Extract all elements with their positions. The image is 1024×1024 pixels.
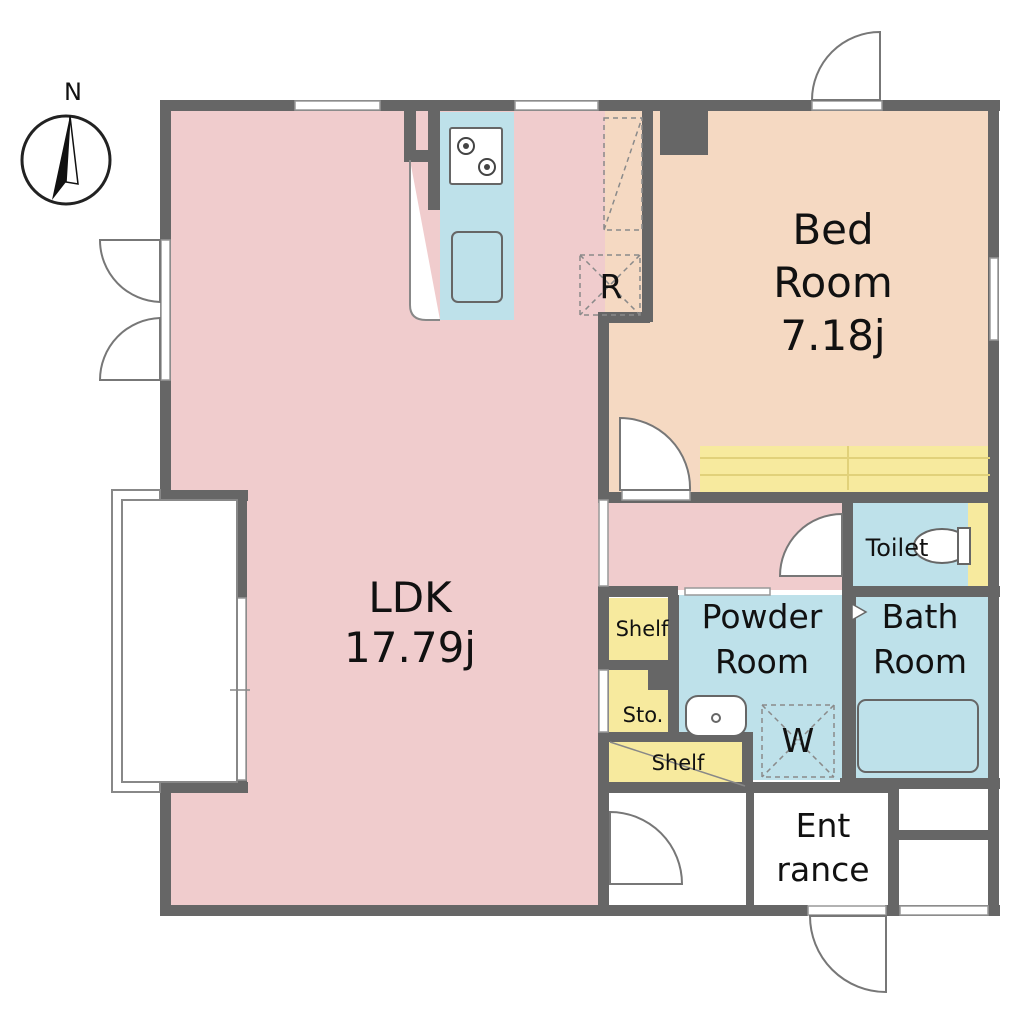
powder-room-line1: Powder xyxy=(702,597,823,636)
shelf-lower-label: Shelf xyxy=(652,751,705,775)
toilet-shelf-floor xyxy=(968,502,988,586)
bath-room-line2: Room xyxy=(873,642,967,681)
toilet-icon xyxy=(913,527,971,565)
compass-north-label: N xyxy=(64,78,82,106)
bedroom-area: 7.18j xyxy=(780,311,885,360)
shelf-upper-floor xyxy=(608,598,676,660)
storage-label: Sto. xyxy=(623,703,664,727)
washer-label: W xyxy=(782,721,815,760)
bedroom-name-line2: Room xyxy=(773,258,893,307)
bedroom-name-line1: Bed xyxy=(792,205,873,254)
closet-lines xyxy=(700,446,990,490)
ldk-area: 17.79j xyxy=(344,623,476,672)
shelf-diagonal xyxy=(609,741,746,787)
shelf-upper-label: Shelf xyxy=(616,617,669,641)
bedroom-floor xyxy=(605,110,993,500)
bath-door-triangle xyxy=(851,602,868,622)
bathtub-icon xyxy=(857,699,979,773)
bath-room-line1: Bath xyxy=(882,597,959,636)
entrance-line2: rance xyxy=(776,850,869,889)
compass xyxy=(20,114,112,206)
ldk-name: LDK xyxy=(368,573,453,622)
counter-edge xyxy=(409,160,440,321)
balcony xyxy=(111,489,250,793)
toilet-name: Toilet xyxy=(865,534,929,562)
burner-icon xyxy=(457,137,475,155)
washbasin-icon xyxy=(685,695,747,737)
powder-room-line2: Room xyxy=(715,642,809,681)
entrance-line1: Ent xyxy=(796,806,851,845)
stove xyxy=(449,127,503,185)
sink-icon xyxy=(451,231,503,303)
doors xyxy=(98,30,887,994)
refrigerator-label: R xyxy=(600,267,623,306)
closet-floor xyxy=(700,446,990,494)
burner-icon xyxy=(478,158,496,176)
